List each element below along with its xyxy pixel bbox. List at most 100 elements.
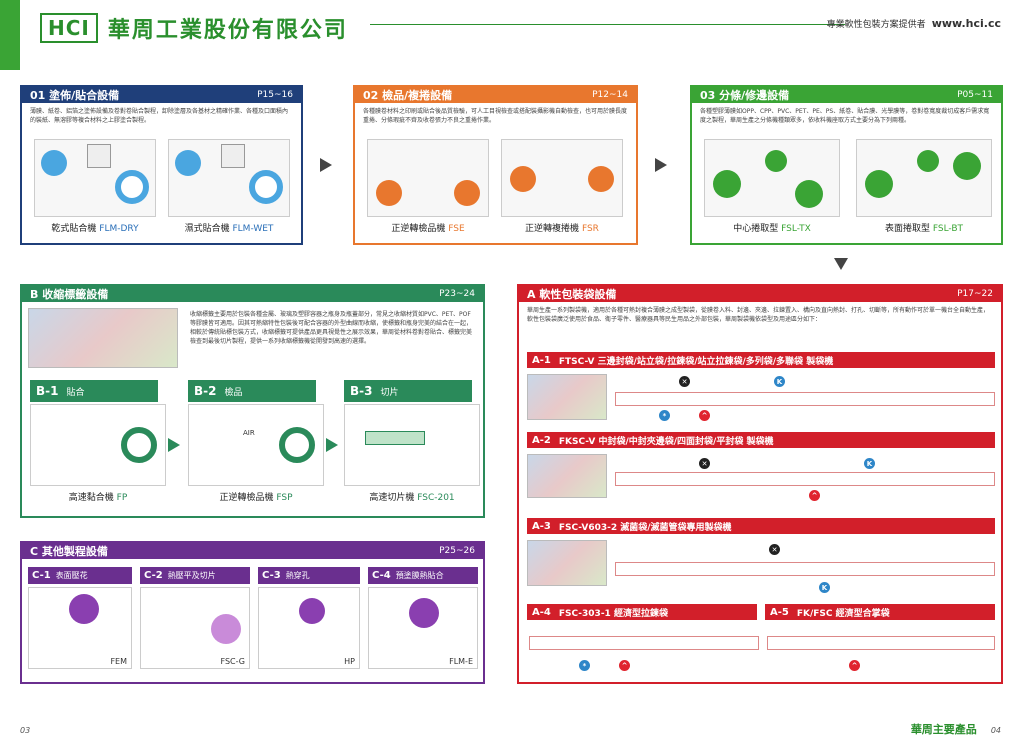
page-ref: P25~26 [439, 546, 475, 556]
c4-illustration: FLM-E [368, 587, 478, 669]
caption-fsc-201: 高速切片機 FSC-201 [369, 493, 455, 503]
caption-flm-dry: 乾式貼合機 FLM-DRY [51, 224, 139, 234]
panel-b-desc: 收縮標籤主要用於包裝各種金屬、玻璃及塑膠容器之瓶身及瓶蓋部分，常見之收縮材質如P… [190, 311, 473, 345]
tool-icon: ✕ [699, 458, 710, 469]
model-hp: HP [344, 657, 355, 666]
company-logo: HCI 華周工業股份有限公司 [40, 12, 348, 44]
corner-accent [0, 0, 20, 70]
page-ref: P05~11 [957, 90, 993, 100]
company-name: 華周工業股份有限公司 [107, 18, 348, 43]
a3-product-photos [527, 540, 607, 586]
caption-fse: 正逆轉檢品機 FSE [391, 224, 465, 234]
air-label: AIR [243, 429, 255, 437]
b2-illustration: AIR [188, 404, 324, 486]
tagline-text: 專業軟性包裝方案提供者 [826, 20, 926, 30]
rewinder-illustration [501, 139, 623, 217]
heat-icon: ^ [699, 410, 710, 421]
caption-fsl-tx: 中心捲取型 FSL-TX [733, 224, 811, 234]
page-ref: P12~14 [592, 90, 628, 100]
tool-icon: ✕ [769, 544, 780, 555]
a4-machine-illustration [529, 636, 759, 650]
shrink-label-product-photos [28, 308, 178, 368]
surface-winding-slitter-illustration [856, 139, 992, 217]
flow-arrow-b1 [168, 438, 180, 452]
panel-a-desc: 華周生產一系列製袋機，適用於各種可熱封複合薄膜之成型製袋，從膜卷入料、封邊、夾邊… [527, 307, 990, 323]
c3-illustration: HP [258, 587, 360, 669]
k-icon: K [774, 376, 785, 387]
panel-02-desc: 各種膜卷材料之印刷或貼合後品質檢驗，可人工目視檢查或搭配裝攝影機自動檢查，也可用… [363, 108, 628, 124]
a2-machine-illustration [615, 472, 995, 486]
tool-icon: ✕ [679, 376, 690, 387]
inspection-machine-illustration [367, 139, 489, 217]
model-fem: FEM [110, 657, 127, 666]
page-ref: P17~22 [957, 289, 993, 299]
snowflake-icon: * [659, 410, 670, 421]
a5-machine-illustration [767, 636, 995, 650]
caption-fp: 高速黏合機 FP [68, 493, 128, 503]
panel-01-desc: 薄膜、紙卷、鋁箔之塗佈設備及卷對卷貼合製程，卸除塗層及各基材之精確作業、各種及口… [30, 108, 289, 124]
k-icon: K [864, 458, 875, 469]
b3-illustration [344, 404, 480, 486]
caption-flm-wet: 濕式貼合機 FLM-WET [184, 224, 274, 234]
model-fsc-g: FSC-G [220, 657, 245, 666]
page-number-right: 04 [990, 726, 1001, 735]
snowflake-icon: * [579, 660, 590, 671]
flow-arrow-down [834, 258, 848, 270]
logo-mark: HCI [40, 13, 98, 43]
header-tagline: 專業軟性包裝方案提供者 www.hci.cc [827, 17, 1001, 30]
heat-icon: ^ [849, 660, 860, 671]
page-ref: P23~24 [439, 289, 475, 299]
c2-illustration: FSC-G [140, 587, 250, 669]
website-url: www.hci.cc [931, 17, 1001, 30]
caption-fsl-bt: 表面捲取型 FSL-BT [884, 224, 964, 234]
page-ref: P15~16 [257, 90, 293, 100]
b1-illustration [30, 404, 166, 486]
footer-right: 華周主要產品 04 [911, 721, 1001, 737]
heat-icon: ^ [809, 490, 820, 501]
heat-icon: ^ [619, 660, 630, 671]
main-products-title: 華周主要產品 [910, 723, 977, 736]
flow-arrow-2 [655, 158, 667, 172]
flow-arrow-1 [320, 158, 332, 172]
model-flm-e: FLM-E [449, 657, 473, 666]
a2-product-photos [527, 454, 607, 498]
dry-laminator-illustration [34, 139, 156, 217]
k-icon: K [819, 582, 830, 593]
page-number-left: 03 [20, 726, 31, 735]
caption-fsp: 正逆轉檢品機 FSP [219, 493, 293, 503]
a1-machine-illustration [615, 392, 995, 406]
c1-illustration: FEM [28, 587, 132, 669]
wet-laminator-illustration [168, 139, 290, 217]
a3-machine-illustration [615, 562, 995, 576]
caption-fsr: 正逆轉複捲機 FSR [525, 224, 599, 234]
flow-arrow-b2 [326, 438, 338, 452]
header-divider [370, 24, 845, 25]
center-winding-slitter-illustration [704, 139, 840, 217]
a1-product-photos [527, 374, 607, 420]
panel-03-desc: 各種塑膠薄膜如OPP、CPP、PVC、PET、PE、PS、紙卷、貼合膜、光學膜等… [700, 108, 990, 124]
